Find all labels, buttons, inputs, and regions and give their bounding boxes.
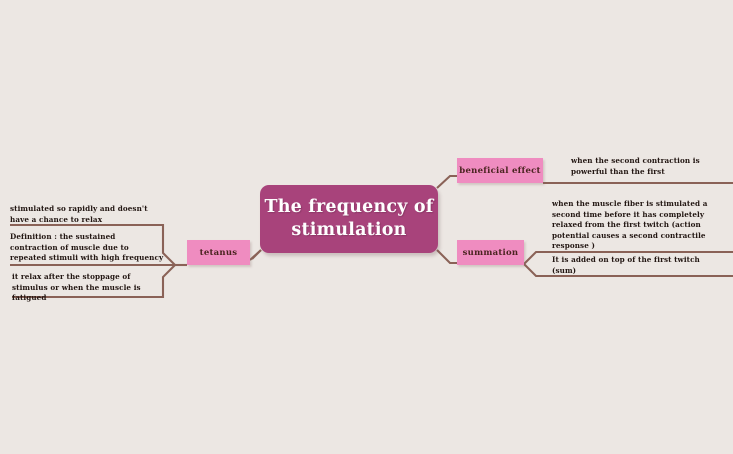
leaf-node-tetanus-3[interactable]: it relax after the stoppage of stimulus … (12, 272, 167, 304)
connector-tetanus-to-box (251, 249, 262, 260)
leaf-text-tetanus-3: it relax after the stoppage of stimulus … (12, 272, 141, 303)
leaf-node-tetanus-1[interactable]: stimulated so rapidly and doesn't have a… (10, 204, 165, 225)
leaf-text-summation-2: It is added on top of the first twitch (… (552, 255, 700, 275)
branch-label-summation: summation (462, 247, 519, 258)
branch-label-beneficial-effect: beneficial effect (459, 165, 541, 176)
connector-central-to-summation (436, 249, 458, 265)
leaf-text-tetanus-1: stimulated so rapidly and doesn't have a… (10, 204, 148, 224)
leaf-text-beneficial-1: when the second contraction is powerful … (571, 156, 700, 176)
leaf-node-summation-2[interactable]: It is added on top of the first twitch (… (552, 255, 722, 276)
leaf-node-beneficial-1[interactable]: when the second contraction is powerful … (571, 156, 729, 177)
branch-node-tetanus[interactable]: tetanus (187, 240, 250, 265)
branch-node-summation[interactable]: summation (457, 240, 524, 265)
leaf-node-tetanus-2[interactable]: Definition : the sustained contraction o… (10, 232, 165, 264)
leaf-text-summation-1: when the muscle fiber is stimulated a se… (552, 199, 708, 251)
leaf-node-summation-1[interactable]: when the muscle fiber is stimulated a se… (552, 199, 712, 252)
central-node-label: The frequency of stimulation (264, 196, 434, 240)
connector-central-to-tetanus (249, 249, 262, 261)
branch-node-beneficial-effect[interactable]: beneficial effect (457, 158, 543, 183)
leaf-text-tetanus-2: Definition : the sustained contraction o… (10, 232, 164, 263)
connector-central-to-beneficial (436, 174, 458, 189)
branch-label-tetanus: tetanus (199, 247, 238, 258)
central-node[interactable]: The frequency of stimulation (260, 185, 438, 253)
